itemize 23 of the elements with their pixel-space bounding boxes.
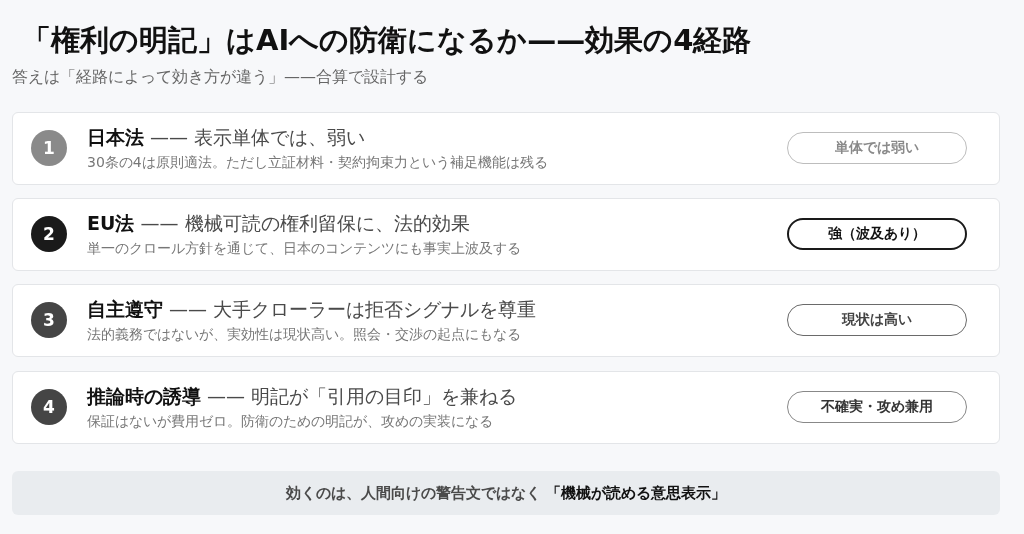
route-card [12,112,1000,185]
page-title: 「権利の明記」はAIへの防衛になるか——効果の4経路 [22,22,752,59]
summary-banner: 効くのは、人間向けの警告文ではなく 「機械が読める意思表示」 [12,471,1000,515]
rating-badge: 単体では弱い [787,132,967,164]
rating-badge: 現状は高い [787,304,967,336]
route-card [12,284,1000,357]
step-number-circle: 4 [31,389,67,425]
step-number-circle: 3 [31,302,67,338]
step-number-circle: 2 [31,216,67,252]
subtitle: 答えは「経路によって効き方が違う」——合算で設計する [12,66,428,88]
route-heading: EU法 —— 機械可読の権利留保に、法的効果 [87,211,470,236]
route-heading: 自主遵守 —— 大手クローラーは拒否シグナルを尊重 [87,297,537,322]
route-heading: 推論時の誘導 —— 明記が「引用の目印」を兼ねる [87,384,518,409]
route-description: 30条の4は原則適法。ただし立証材料・契約拘束力という補足機能は残る [87,153,548,172]
route-description: 法的義務ではないが、実効性は現状高い。照会・交渉の起点にもなる [87,325,521,344]
route-heading: 日本法 —— 表示単体では、弱い [87,125,366,150]
route-description: 保証はないが費用ゼロ。防衛のための明記が、攻めの実装になる [87,412,493,431]
route-card [12,371,1000,444]
route-description: 単一のクロール方針を通じて、日本のコンテンツにも事実上波及する [87,239,521,258]
step-number-circle: 1 [31,130,67,166]
route-card [12,198,1000,271]
rating-badge: 強（波及あり） [787,218,967,250]
rating-badge: 不確実・攻め兼用 [787,391,967,423]
